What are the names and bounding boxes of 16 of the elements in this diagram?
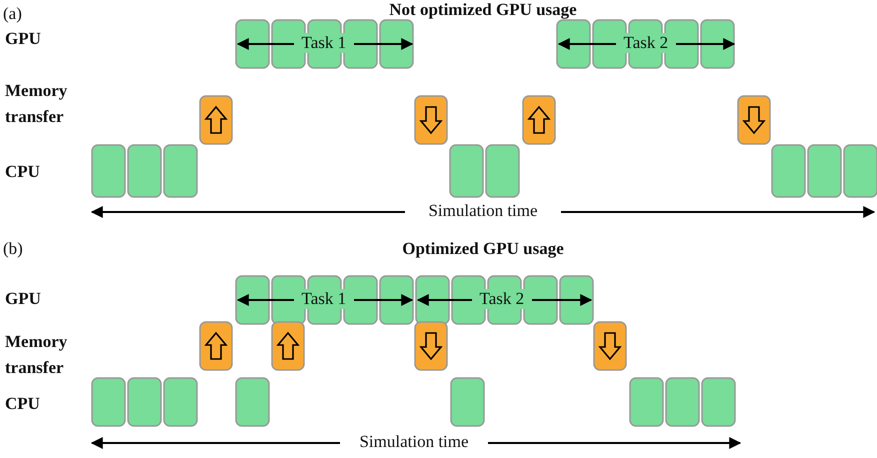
task-label: Task 2 [478, 289, 526, 309]
row-label: Memory transfer [5, 80, 68, 128]
axis-label: Simulation time [427, 201, 539, 221]
panel-heading: Not optimized GPU usage [388, 0, 578, 20]
panel-heading: Optimized GPU usage [401, 239, 565, 259]
row-label: CPU [5, 162, 41, 182]
row-label: Memory transfer [5, 331, 68, 379]
row-label: GPU [5, 29, 42, 49]
task-label: Task 1 [300, 289, 348, 309]
task-label: Task 2 [622, 33, 670, 53]
panel-letter: (a) [3, 4, 23, 24]
row-label: CPU [5, 394, 41, 414]
task-label: Task 1 [300, 33, 348, 53]
panel-letter: (b) [3, 239, 24, 259]
row-label: GPU [5, 289, 42, 309]
axis-label: Simulation time [358, 432, 470, 452]
